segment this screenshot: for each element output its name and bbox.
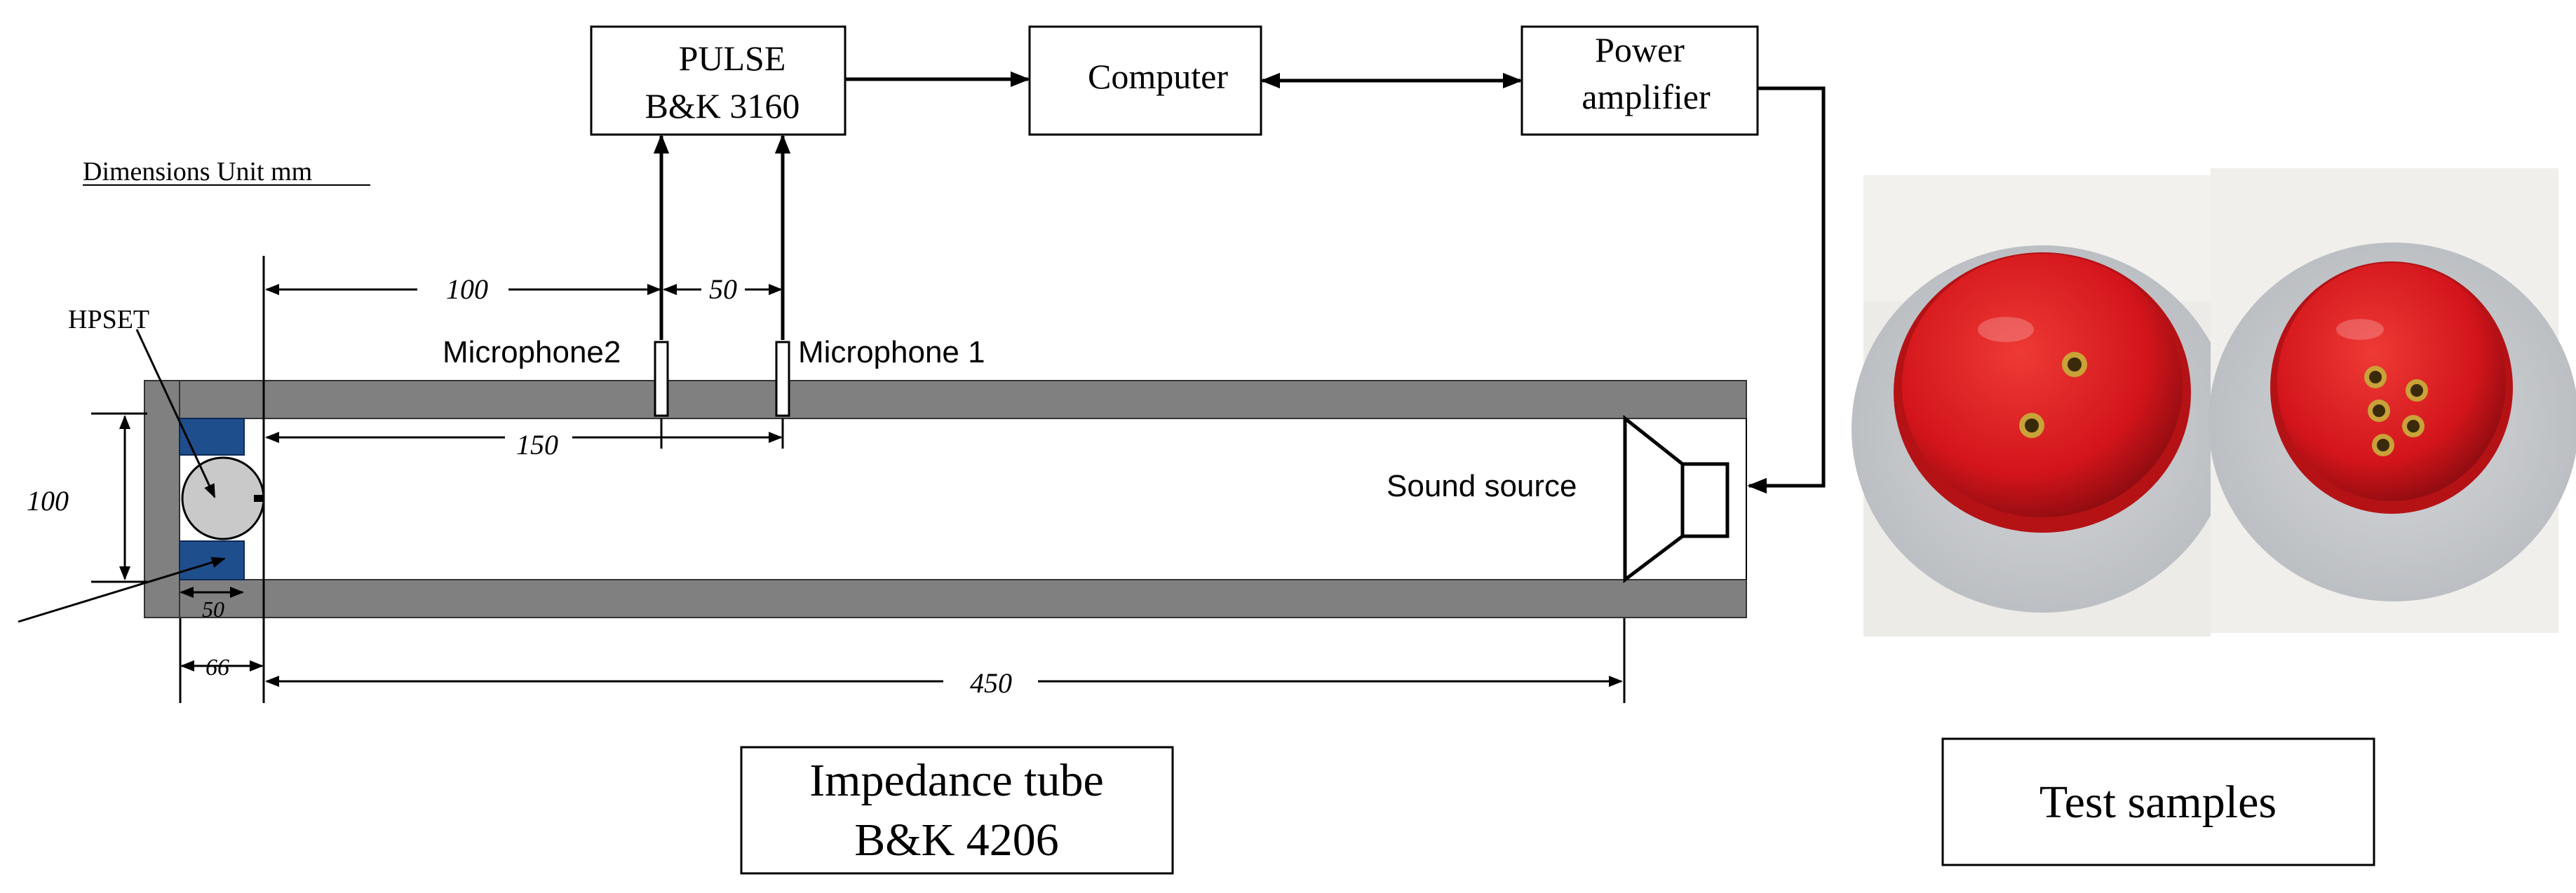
sound-source-label: Sound source: [1387, 469, 1577, 503]
hpset-label: HPSET: [68, 305, 149, 334]
dim-50-bottom-label: 50: [202, 597, 224, 622]
hpset-holder-lower: [179, 540, 245, 580]
dim-66: 66: [180, 655, 264, 681]
sample-photo-right: [2209, 168, 2576, 633]
microphone1-sensor: [775, 341, 790, 417]
amplifier-to-source-line: [1747, 86, 1826, 494]
pulse-analyzer-block: PULSE B&K 3160: [590, 25, 847, 136]
microphone1-label: Microphone 1: [798, 335, 985, 369]
pulse-label-line1: PULSE: [679, 39, 786, 78]
tube-caption-line1: Impedance tube: [809, 755, 1104, 806]
dim-150-label: 150: [516, 429, 558, 461]
computer-label: Computer: [1088, 57, 1228, 96]
sound-source-speaker: [1623, 414, 1729, 584]
computer-block: Computer: [1028, 25, 1262, 136]
power-amplifier-block: Power amplifier: [1520, 25, 1759, 136]
hpset-sample-circle: [181, 456, 265, 540]
tube-lower-wall: [144, 579, 1747, 618]
hpset-pointer-arrow: [135, 329, 216, 498]
microphone2-label: Microphone2: [443, 335, 621, 369]
impedance-tube-caption: Impedance tube B&K 4206: [740, 746, 1174, 875]
dim-100-left-label: 100: [27, 485, 69, 517]
amplifier-label-line1: Power: [1595, 30, 1685, 69]
dim-100-left: 100: [27, 415, 130, 580]
pulse-label-line2: B&K 3160: [645, 86, 800, 125]
tube-caption-line2: B&K 4206: [854, 814, 1059, 866]
amplifier-label-line2: amplifier: [1582, 77, 1711, 116]
dim-150: 150: [265, 429, 783, 461]
dim-50-bottom: 50: [180, 587, 244, 622]
hpset-holder-upper: [179, 418, 245, 456]
tube-upper-wall: [144, 380, 1747, 419]
test-samples-caption: Test samples: [1941, 737, 2375, 866]
dimensions-unit-label: Dimensions Unit mm: [83, 157, 312, 186]
test-samples-label: Test samples: [2039, 777, 2277, 828]
impedance-tube: [144, 380, 1747, 618]
dim-100-top: 100: [265, 273, 661, 305]
dim-450: 450: [265, 667, 1623, 699]
sample-photo-left: [1852, 175, 2233, 636]
dim-50-top: 50: [663, 273, 783, 305]
dim-66-label: 66: [205, 655, 229, 681]
microphone2-sensor: [654, 341, 669, 417]
dim-50-top-label: 50: [709, 273, 737, 305]
dim-450-label: 450: [970, 667, 1012, 699]
dim-100-top-label: 100: [446, 273, 488, 305]
holder-pointer-arrow: [18, 557, 226, 623]
